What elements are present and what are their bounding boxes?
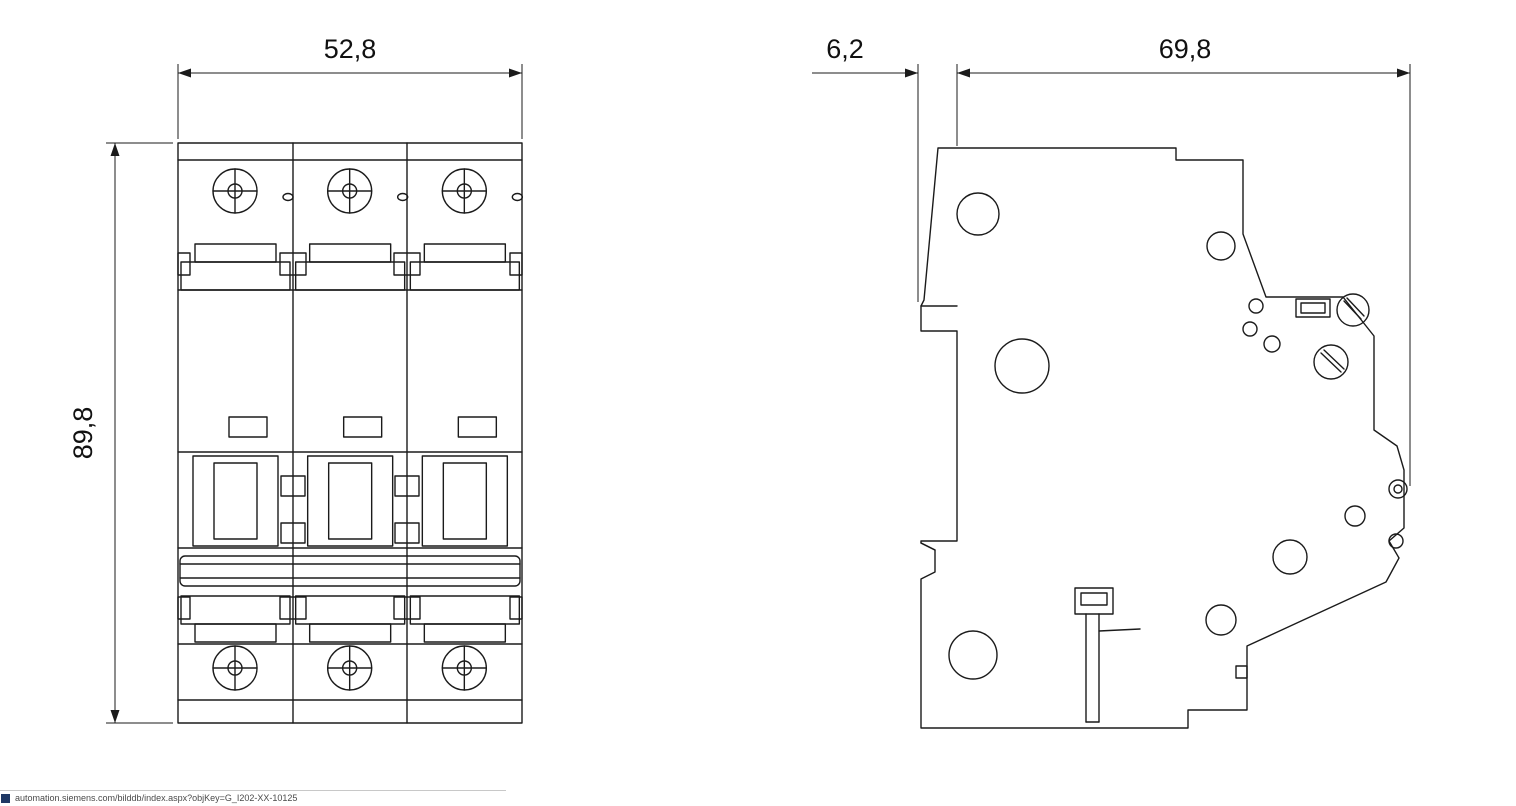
pole-connectors: [177, 252, 523, 620]
side-view: [920, 147, 1408, 729]
document-icon: [1, 793, 10, 803]
drawing-caption: automation.siemens.com/bilddb/index.aspx…: [0, 790, 506, 806]
front-height-dimension: 89,8: [68, 407, 98, 460]
side-view-dimensions: 6,2 69,8: [812, 34, 1411, 486]
side-view-details: [948, 192, 1408, 723]
front-view: [177, 142, 524, 724]
toggle-tie-bar: [179, 555, 521, 587]
side-depth-dimension: 69,8: [1159, 34, 1212, 64]
caption-text: automation.siemens.com/bilddb/index.aspx…: [15, 793, 298, 803]
din-rail-recess: [920, 305, 958, 551]
front-width-dimension: 52,8: [324, 34, 377, 64]
front-view-dimensions: 52,8 89,8: [68, 34, 523, 724]
side-offset-dimension: 6,2: [826, 34, 864, 64]
